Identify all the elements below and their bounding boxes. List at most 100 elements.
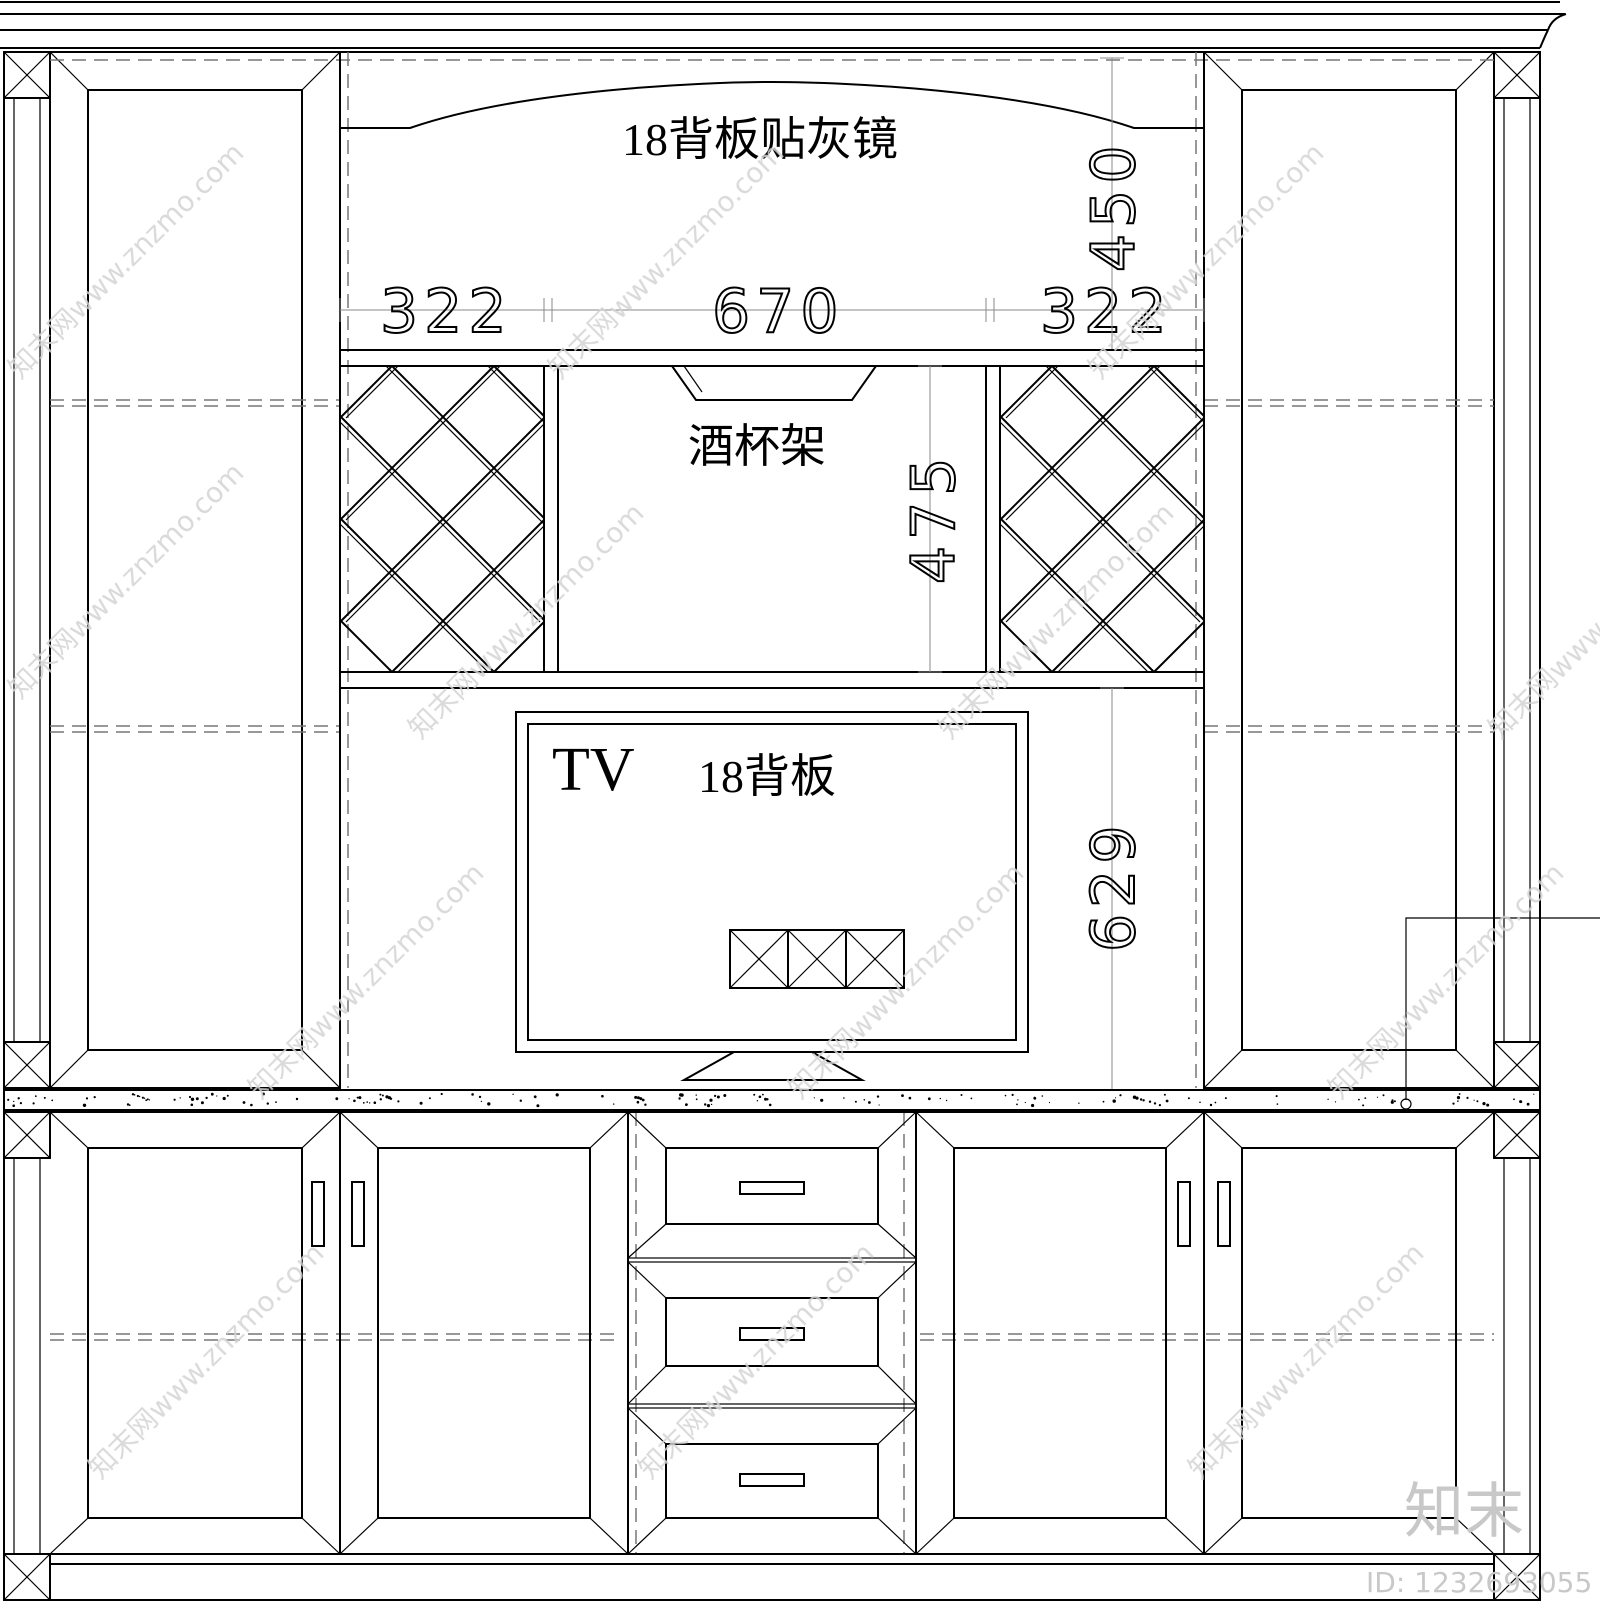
glass-rack-section: 酒杯架 [339,349,1205,689]
countertop-speckle [927,1097,931,1101]
countertop-speckle [146,1098,149,1101]
countertop-speckle [478,1095,482,1099]
countertop-speckle [145,1099,148,1102]
countertop-speckle [709,1098,713,1102]
watermark-text: 知末网www.znzmo.com [242,856,491,1105]
countertop-speckle [1004,1094,1007,1097]
countertop-speckle [1153,1102,1157,1105]
countertop-speckle [348,1098,350,1100]
countertop-speckle [641,1098,645,1102]
countertop-speckle [1024,1101,1026,1104]
countertop-speckle [644,1103,647,1106]
countertop-speckle [369,1102,371,1104]
countertop-speckle [1334,1101,1337,1103]
countertop-speckle [1376,1096,1379,1098]
top-panel-label: 18背板贴灰镜 [622,114,898,165]
tv-label: TV [552,736,635,804]
watermark-text: 知末网www.znzmo.com [542,136,791,385]
countertop-speckle [1520,1101,1523,1103]
door-handle [1217,1181,1231,1247]
countertop-speckle [766,1098,769,1101]
countertop-speckle [710,1103,713,1106]
countertop-speckle [379,1093,382,1096]
base-door-2 [339,1111,629,1555]
countertop-speckle [356,1096,359,1099]
dim-tv-height: 629 [1079,819,1149,952]
dim-tv-height-group: 629 [1078,687,1150,1091]
countertop-speckle [512,1093,514,1096]
countertop-speckle [136,1094,139,1098]
countertop-speckle [636,1096,640,1100]
countertop-speckle [1142,1099,1145,1102]
countertop-speckle [1017,1099,1019,1101]
countertop-speckle [1466,1096,1469,1099]
countertop-speckle [480,1100,483,1103]
countertop-speckle [216,1095,218,1097]
countertop-speckle [533,1095,537,1099]
countertop-speckle [1486,1103,1489,1106]
left-wine-lattice [339,365,545,673]
countertop-speckle [397,1100,400,1103]
countertop-speckle [1165,1099,1169,1103]
countertop-speckle [32,1102,35,1105]
countertop-speckle [1119,1094,1122,1097]
countertop-speckle [723,1094,727,1097]
countertop-speckle [1390,1100,1394,1104]
countertop-speckle [353,1099,356,1103]
countertop-speckle [1214,1101,1217,1104]
countertop-speckle [601,1094,604,1098]
countertop-speckle [82,1103,87,1108]
drawer-handle [739,1473,805,1487]
countertop-speckle [17,1097,20,1100]
countertop-speckle [876,1095,880,1098]
countertop-speckle [138,1095,141,1098]
countertop-speckle [1112,1099,1116,1103]
countertop-speckle [210,1092,214,1096]
countertop-speckle [878,1104,880,1106]
countertop-speckle [1224,1097,1227,1100]
countertop-speckle [1163,1093,1166,1096]
watermark-text: 知末网www.znzmo.com [402,496,651,745]
countertop-speckle [1158,1104,1161,1107]
countertop-speckle [970,1097,973,1100]
tv-panel-label: 18背板 [698,751,836,802]
countertop-speckle [358,1096,362,1100]
countertop-speckle [714,1094,717,1097]
countertop-speckle [190,1103,194,1107]
countertop-speckle [868,1101,871,1104]
watermark-text: 知末网www.znzmo.com [1322,856,1571,1105]
countertop-speckle [1482,1102,1486,1106]
countertop-speckle [1452,1102,1455,1105]
top-mirror-panel: 18背板贴灰镜 [339,52,1205,1088]
countertop-speckle [1199,1101,1201,1104]
countertop-speckle [85,1097,89,1100]
stone-countertop [3,1089,1541,1111]
countertop-speckle [519,1099,522,1102]
countertop-speckle [381,1094,384,1097]
watermark-text: 知末网www.znzmo.com [2,136,251,385]
countertop-speckle [854,1100,857,1103]
countertop-speckle [1187,1097,1190,1100]
right-wine-lattice [999,365,1205,673]
image-id: ID: 1232693055 [1366,1566,1592,1599]
countertop-speckle [7,1098,10,1101]
countertop-speckle [188,1095,192,1099]
countertop-speckle [1276,1103,1279,1105]
countertop-speckle [93,1096,96,1099]
drawer-3 [627,1407,917,1555]
countertop-speckle [385,1095,389,1099]
countertop-speckle [678,1097,681,1100]
countertop-speckle [295,1097,299,1101]
countertop-speckle [756,1100,759,1102]
brand-watermark: 知末 [1404,1477,1524,1547]
countertop-speckle [242,1101,246,1104]
countertop-speckle [939,1097,941,1100]
countertop-speckle [261,1092,265,1096]
countertop-speckle [636,1100,640,1104]
countertop-speckle [1148,1100,1152,1103]
watermark-text: 知末网www.znzmo.com [1182,1236,1431,1485]
dim-left-width: 322 [380,277,513,347]
countertop-speckle [1526,1102,1530,1106]
countertop-speckle [34,1095,37,1098]
